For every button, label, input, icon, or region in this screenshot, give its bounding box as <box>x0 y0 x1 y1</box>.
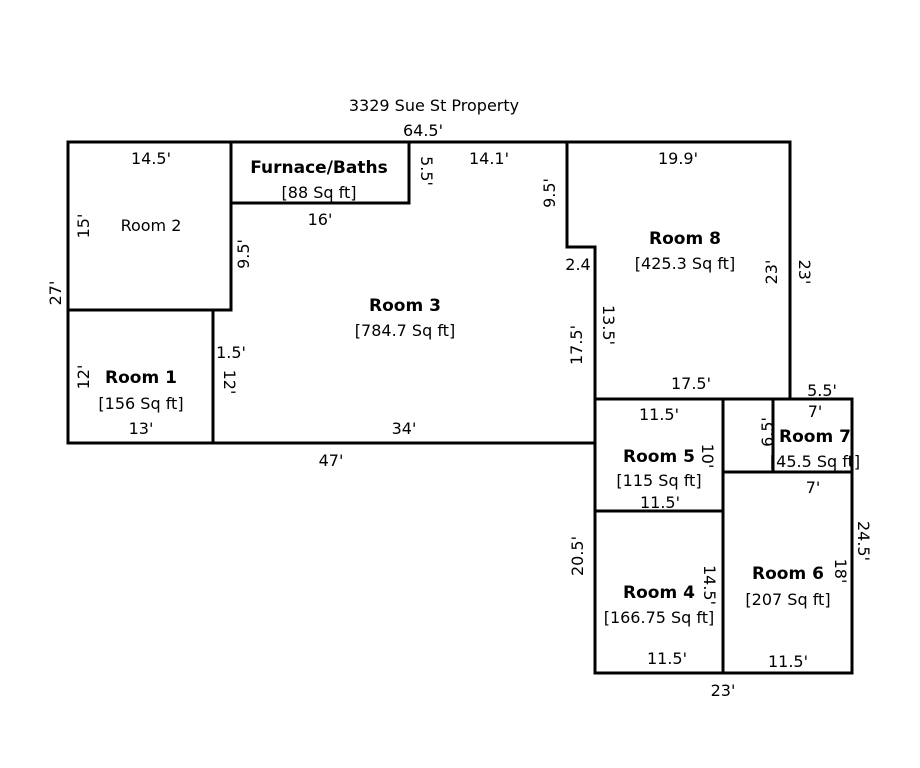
dim-room3-notch: 9.5' <box>540 178 559 208</box>
walls <box>66 140 854 675</box>
furnace-wall <box>229 140 411 205</box>
room4-name: Room 4 <box>623 583 695 603</box>
dim-bottom-overall: 47' <box>319 451 344 470</box>
dim-room7-left: 6.5' <box>758 417 777 447</box>
room3-name: Room 3 <box>369 296 441 316</box>
dim-room3-left-step: 1.5' <box>216 343 246 362</box>
dim-room7-outer-top: 5.5' <box>807 381 837 400</box>
room7-name: Room 7 <box>779 427 851 447</box>
room3-area: [784.7 Sq ft] <box>355 321 455 340</box>
outer-wall-annex <box>593 397 854 675</box>
dim-room1-left: 12' <box>74 365 93 390</box>
dim-room2-left: 15' <box>74 214 93 239</box>
room2-name: Room 2 <box>121 216 182 235</box>
dim-room4-bottom: 11.5' <box>647 649 687 668</box>
room8-wall <box>565 140 597 401</box>
dim-room3-right: 17.5' <box>567 325 586 365</box>
dim-room6-right-outer: 24.5' <box>854 521 873 561</box>
dim-room6-bottom: 11.5' <box>768 652 808 671</box>
dim-room2-right: 9.5' <box>234 239 253 269</box>
dim-room8-right-inner: 23' <box>762 260 781 285</box>
room1-name: Room 1 <box>105 368 177 388</box>
dim-room4-left: 20.5' <box>568 536 587 576</box>
dim-room5-bottom: 11.5' <box>640 493 680 512</box>
furnace-baths-name: Furnace/Baths <box>250 158 387 178</box>
dimension-labels: 64.5' 14.5' 14.1' 19.9' 16' 2.4 1.5' 17.… <box>129 121 837 700</box>
vertical-dimension-labels: 27' 15' 9.5' 5.5' 9.5' 17.5' 13.5' 23' 2… <box>46 156 873 605</box>
dim-furnace-right: 5.5' <box>417 156 436 186</box>
dim-room8-right-outer: 23' <box>795 260 814 285</box>
room2-wall <box>66 140 233 312</box>
room7-area: [45.5 Sq ft] <box>770 452 860 471</box>
dim-room8-bottom: 17.5' <box>671 374 711 393</box>
dim-room8-left: 13.5' <box>599 305 618 345</box>
dim-room5-right: 10' <box>698 444 717 469</box>
room6-area: [207 Sq ft] <box>745 590 830 609</box>
room8-area: [425.3 Sq ft] <box>635 254 735 273</box>
dim-room4-right: 14.5' <box>700 565 719 605</box>
dim-room3-left: 12' <box>220 370 239 395</box>
dim-left-overall: 27' <box>46 281 65 306</box>
dim-room6-right-inner: 18' <box>831 559 850 584</box>
dim-room3-step: 2.4 <box>565 255 590 274</box>
dim-room2-top: 14.5' <box>131 149 171 168</box>
room5-name: Room 5 <box>623 447 695 467</box>
dim-furnace-bottom: 16' <box>308 210 333 229</box>
room1-area: [156 Sq ft] <box>98 394 183 413</box>
dim-room7-top: 7' <box>808 402 823 421</box>
dim-room3-top: 14.1' <box>469 149 509 168</box>
room5-area: [115 Sq ft] <box>616 471 701 490</box>
dim-room5-top: 11.5' <box>639 405 679 424</box>
room4-area: [166.75 Sq ft] <box>604 608 715 627</box>
dim-top-overall: 64.5' <box>403 121 443 140</box>
dim-room1-bottom: 13' <box>129 419 154 438</box>
dim-room7-bottom: 7' <box>806 478 821 497</box>
plan-title: 3329 Sue St Property <box>349 96 519 115</box>
furnace-baths-area: [88 Sq ft] <box>282 183 357 202</box>
room8-name: Room 8 <box>649 229 721 249</box>
room6-name: Room 6 <box>752 564 824 584</box>
room-labels: Furnace/Baths [88 Sq ft] Room 2 Room 3 [… <box>98 158 860 627</box>
dim-room8-top: 19.9' <box>658 149 698 168</box>
dim-room3-bottom: 34' <box>392 419 417 438</box>
dim-bottom-right-overall: 23' <box>711 681 736 700</box>
